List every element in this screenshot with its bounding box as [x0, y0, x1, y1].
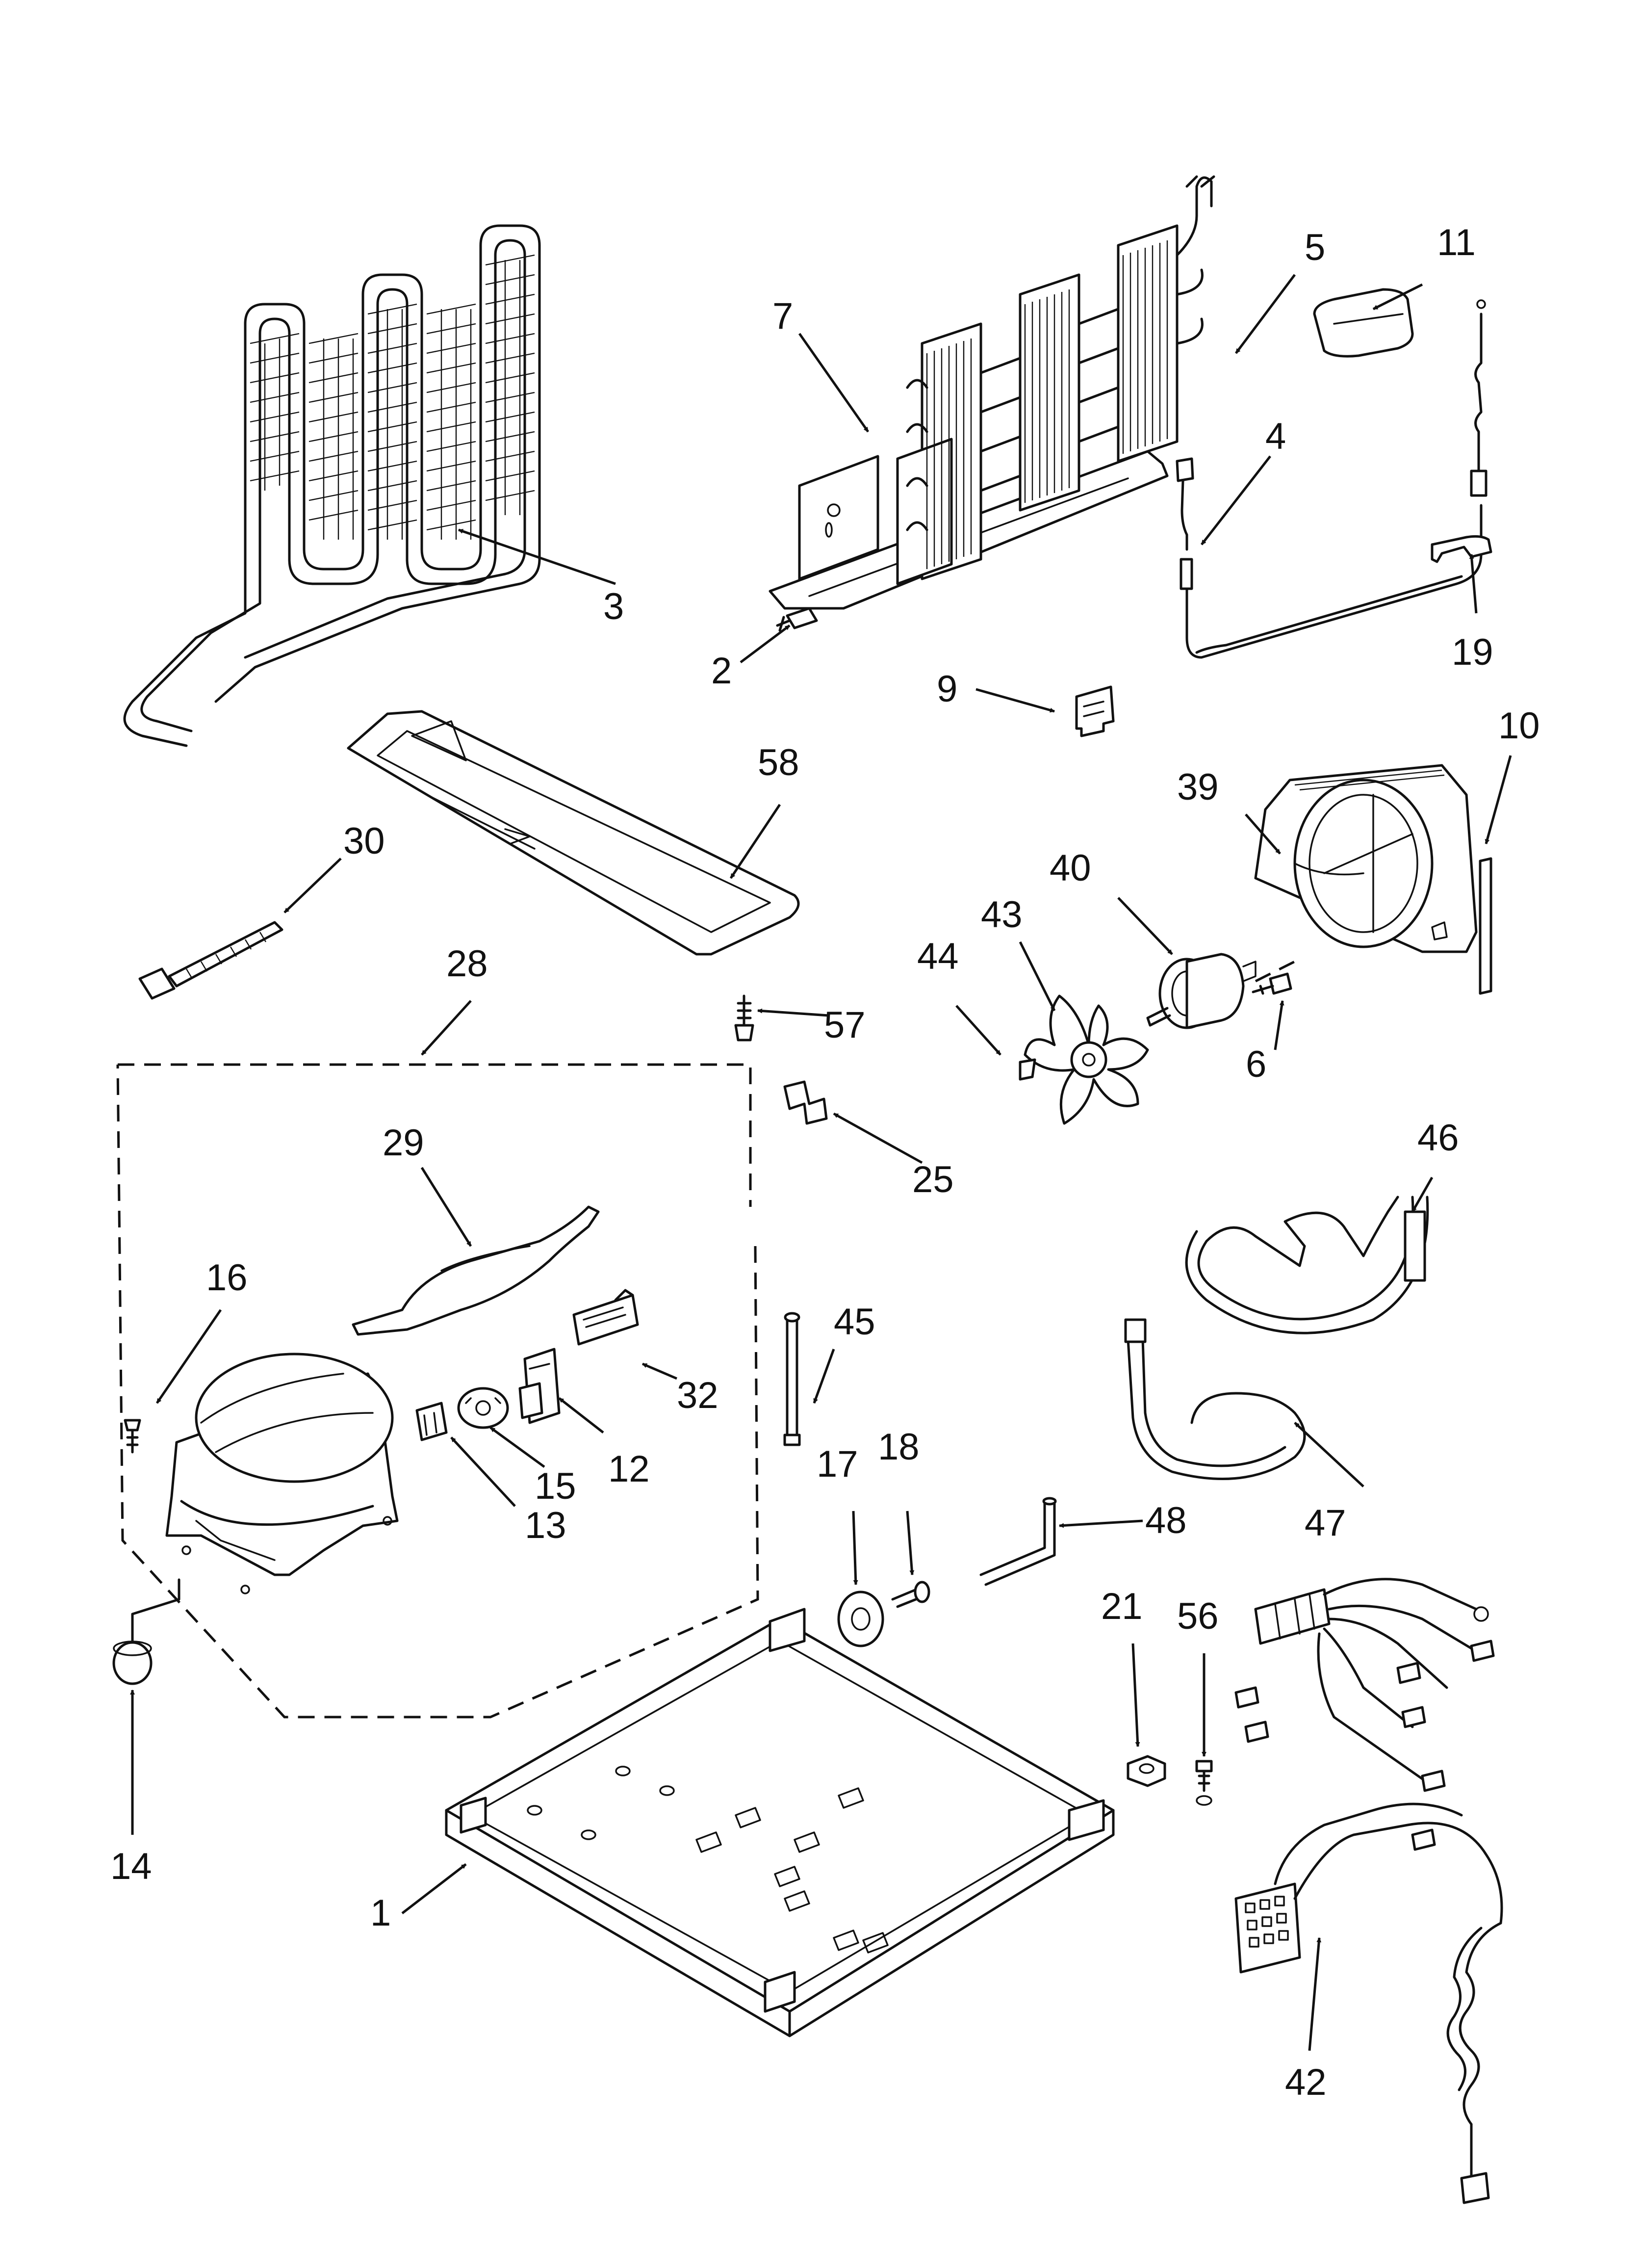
evaporator-coil: [896, 175, 1215, 585]
callout-4: 4: [1265, 416, 1286, 457]
callout-39: 39: [1177, 766, 1219, 808]
callout-labels: 3 2 5 7 4 11 19 9 58 30 39 10 40 43 44 6…: [110, 222, 1540, 2103]
callout-48: 48: [1145, 1500, 1187, 1541]
start-relay: [572, 1289, 639, 1346]
callout-25: 25: [912, 1159, 954, 1200]
callout-12: 12: [608, 1448, 650, 1490]
condenser-coil: [123, 224, 541, 747]
callout-28: 28: [446, 943, 488, 985]
mounting-clip: [783, 1080, 828, 1125]
callout-56: 56: [1177, 1595, 1219, 1637]
leader-lines: [130, 274, 1512, 2051]
callout-46: 46: [1417, 1117, 1459, 1159]
callout-7: 7: [772, 295, 793, 337]
filter-drier: [352, 1205, 600, 1336]
grommet-bolt: [891, 1581, 930, 1608]
callout-10: 10: [1498, 705, 1540, 747]
sensor-clip: [1431, 535, 1492, 563]
overload-protector: [518, 1348, 561, 1424]
callout-3: 3: [603, 586, 624, 627]
callout-30: 30: [343, 820, 385, 862]
callout-29: 29: [383, 1122, 424, 1164]
evaporator-bracket: [798, 455, 879, 580]
callout-58: 58: [758, 742, 799, 783]
evaporator-screw: [776, 607, 818, 632]
callout-16: 16: [206, 1257, 248, 1299]
relay-cover: [457, 1387, 509, 1429]
callout-45: 45: [834, 1301, 875, 1343]
drain-pan-screw: [734, 994, 754, 1042]
callout-13: 13: [525, 1505, 566, 1546]
defrost-thermostat: [1176, 299, 1488, 659]
callout-32: 32: [677, 1375, 718, 1416]
hex-nut: [1127, 1755, 1166, 1787]
compressor: [165, 1353, 399, 1594]
callout-43: 43: [981, 894, 1023, 936]
cable-tie: [138, 921, 283, 1000]
callout-9: 9: [937, 668, 957, 710]
callout-17: 17: [817, 1443, 858, 1485]
fan-shroud: [1254, 764, 1478, 953]
callout-15: 15: [535, 1465, 576, 1507]
callout-57: 57: [824, 1004, 866, 1046]
motor-screw: [1252, 972, 1292, 995]
suction-tube: [1185, 1196, 1429, 1334]
callout-1: 1: [370, 1892, 391, 1934]
compressor-grommet: [837, 1590, 884, 1647]
ground-screw: [1195, 1760, 1213, 1806]
callout-44: 44: [917, 936, 959, 977]
fan-blade: [1024, 994, 1149, 1125]
compressor-mount-screw: [124, 1419, 141, 1454]
drain-pan: [347, 710, 800, 956]
terminal-connector: [415, 1402, 448, 1441]
callout-21: 21: [1101, 1586, 1143, 1627]
compressor-grommet-mount: [112, 1578, 180, 1685]
callout-19: 19: [1452, 631, 1493, 673]
callout-42: 42: [1285, 2061, 1327, 2103]
callout-40: 40: [1050, 847, 1091, 889]
callout-6: 6: [1246, 1043, 1266, 1085]
callout-2: 2: [711, 650, 732, 692]
wire-harness: [1234, 1578, 1503, 2204]
callout-5: 5: [1305, 227, 1325, 268]
callout-11: 11: [1437, 222, 1476, 263]
callout-47: 47: [1305, 1502, 1346, 1544]
insulation-block: [1313, 288, 1414, 358]
fan-clip: [1019, 1058, 1036, 1081]
process-tube: [979, 1497, 1057, 1586]
callout-14: 14: [110, 1846, 152, 1887]
support-rail: [783, 1312, 801, 1446]
wire-clip: [1075, 685, 1115, 737]
discharge-tube: [1124, 1318, 1306, 1481]
callout-18: 18: [878, 1426, 920, 1468]
fan-motor: [1146, 953, 1296, 1029]
compressor-assembly-outline: [116, 1063, 759, 1719]
base-frame: [445, 1608, 1115, 2037]
gasket-strip: [1479, 857, 1492, 995]
